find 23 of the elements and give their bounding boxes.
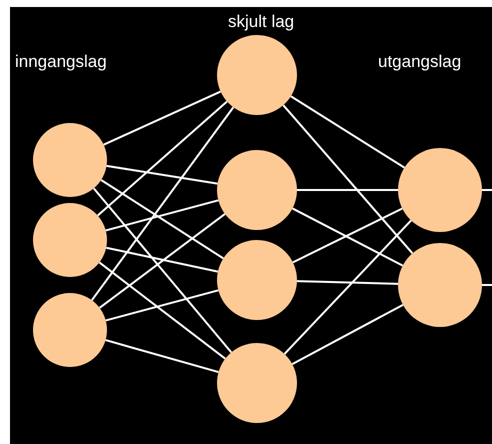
connection-line <box>296 280 398 285</box>
connection-line <box>106 246 218 273</box>
layer-label: utgangslag <box>378 52 462 72</box>
connection-line <box>100 179 224 260</box>
connection-line <box>98 262 226 360</box>
connection-line <box>105 199 219 232</box>
connection-line <box>297 189 398 191</box>
connection-line <box>103 90 221 146</box>
connection-line <box>97 100 228 216</box>
connection-line <box>282 104 414 254</box>
layer-label: inngangslag <box>15 52 107 72</box>
connection-line <box>292 304 404 365</box>
connection-line <box>290 95 405 168</box>
connection-line <box>482 189 492 191</box>
layer-label: skjult lag <box>228 12 294 32</box>
connection-line <box>106 164 218 185</box>
connection-line <box>482 284 492 286</box>
connection-line <box>105 339 219 374</box>
connection-line <box>93 188 232 353</box>
connection-line <box>91 106 234 301</box>
connection-line <box>284 220 412 355</box>
connection-line <box>99 213 226 309</box>
connection-line <box>105 289 219 322</box>
